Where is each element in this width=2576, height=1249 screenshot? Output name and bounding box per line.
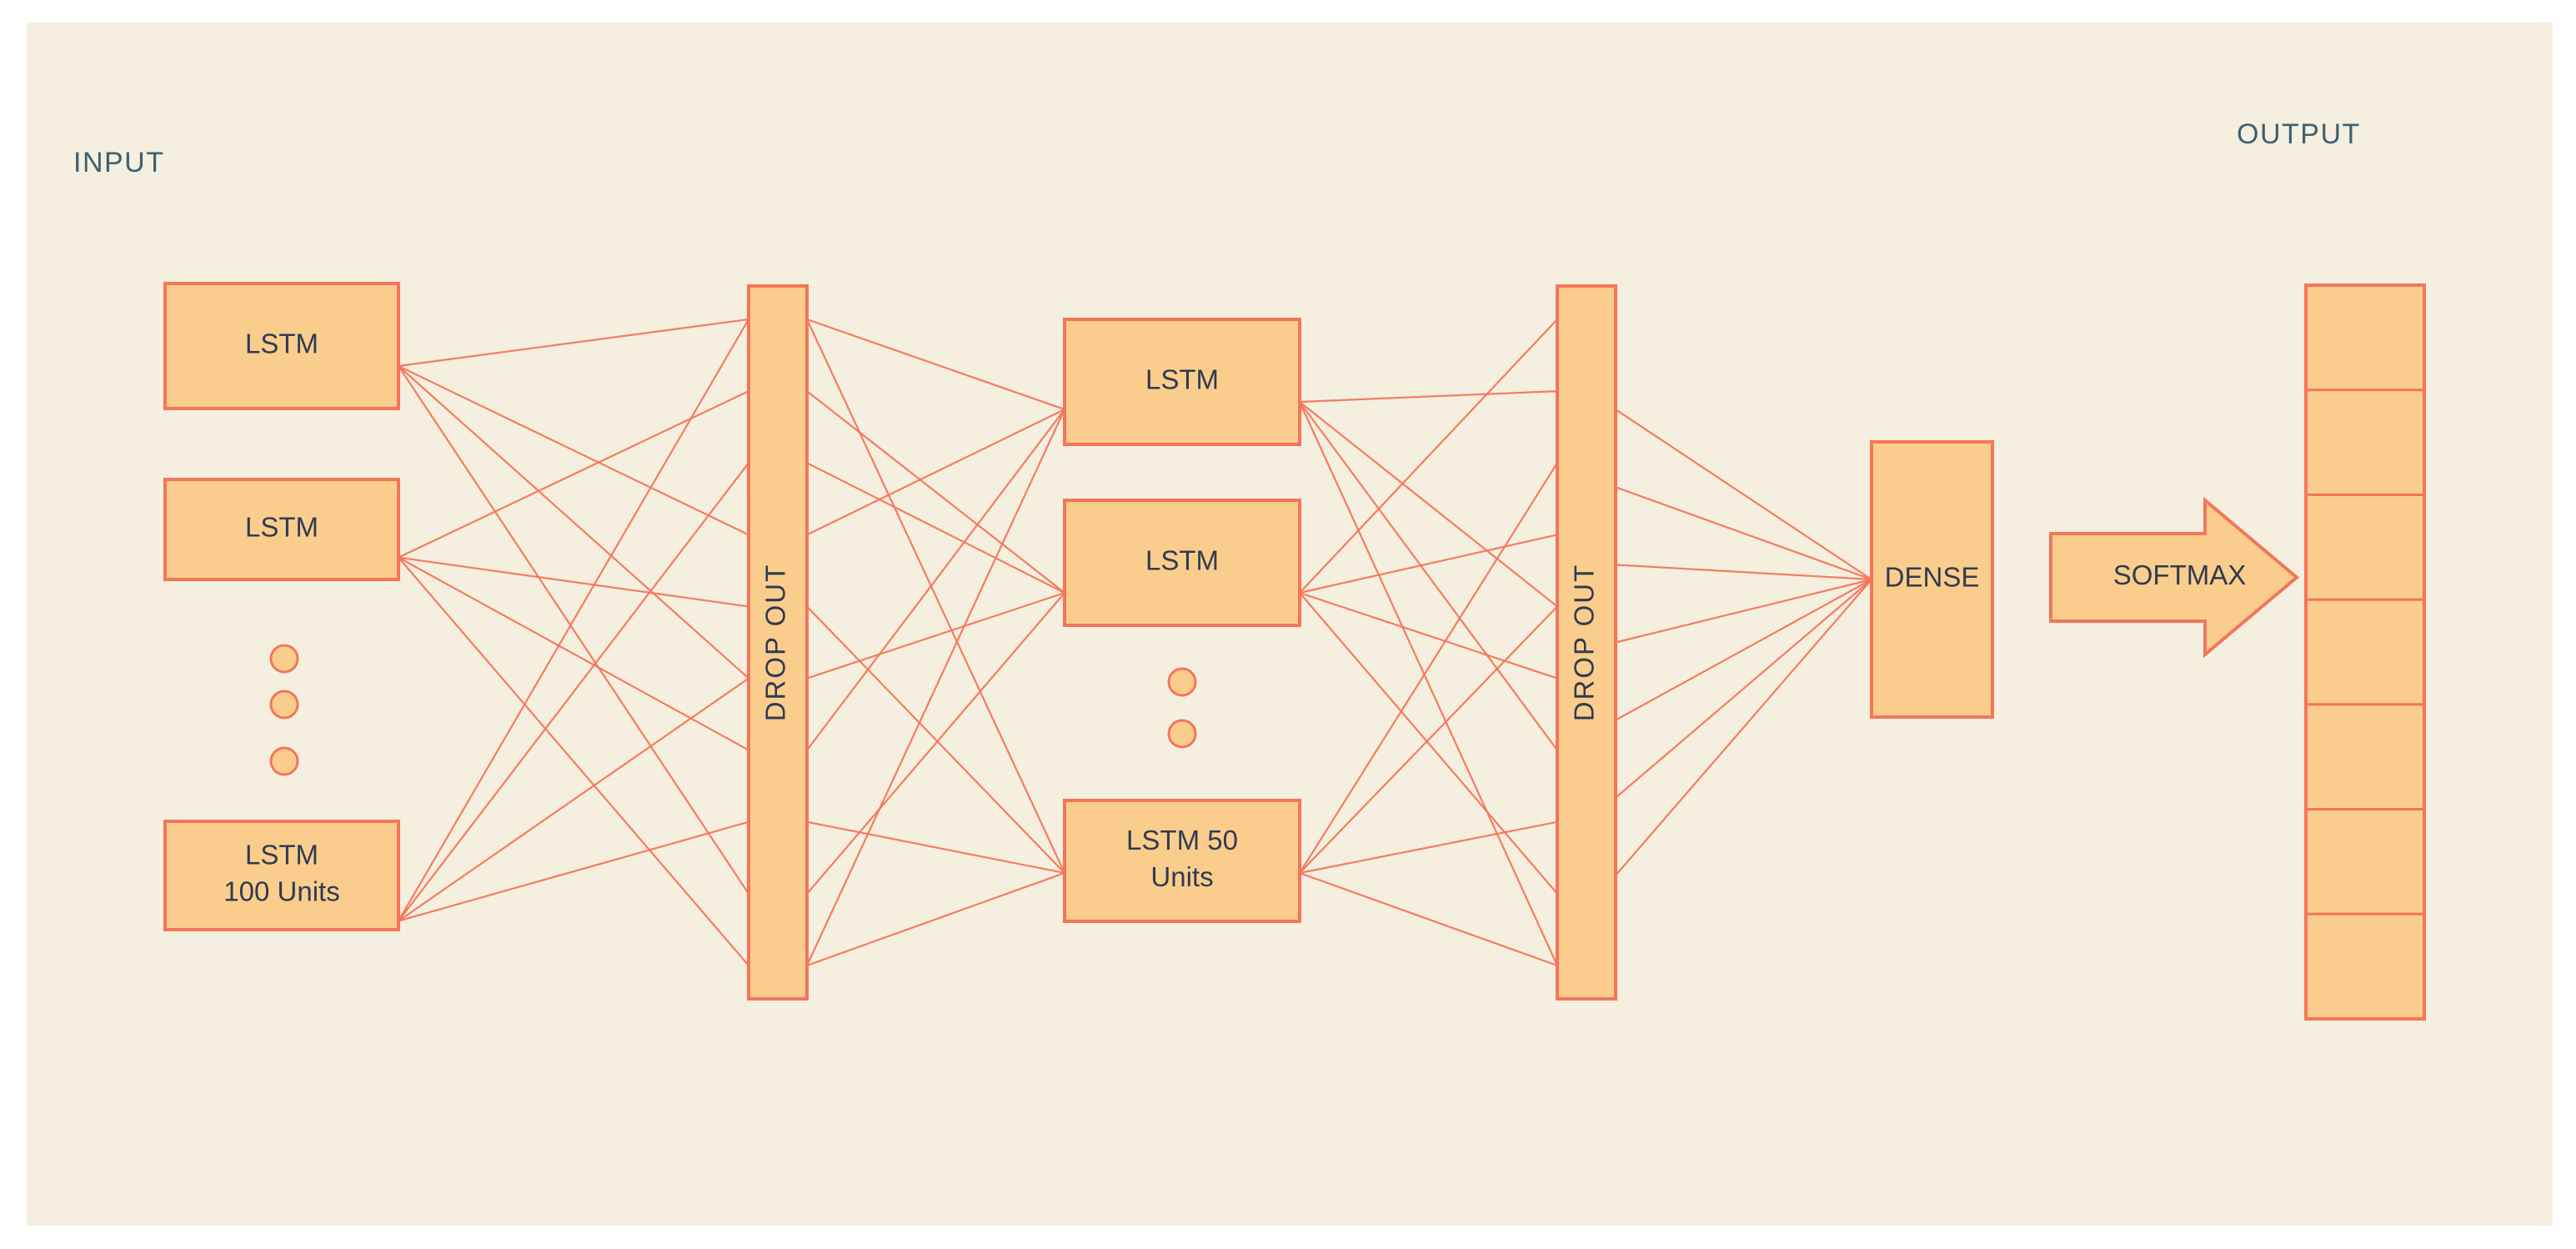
lstm-node-hidden-3-box[interactable] — [1063, 799, 1301, 923]
input-section-label: INPUT — [73, 147, 165, 178]
connection-line — [1615, 409, 1872, 580]
output-cell[interactable] — [2304, 283, 2426, 392]
connection-line — [1298, 401, 1559, 966]
dropout-bar-1-label: DROP OUT — [760, 564, 791, 722]
dropout-bar-2-label: DROP OUT — [1569, 564, 1600, 722]
lstm-node-input-2-box[interactable] — [163, 478, 400, 581]
connection-line — [1299, 390, 1558, 404]
connection-line — [398, 677, 749, 922]
dense-node-box[interactable] — [1870, 440, 1994, 719]
lstm-node-hidden-3-label: LSTM 50 — [1126, 825, 1238, 855]
dropout-bar-1[interactable]: DROP OUT — [747, 284, 809, 1001]
output-section-label: OUTPUT — [2237, 118, 2361, 150]
lstm-node-input-3-box[interactable] — [163, 820, 400, 931]
output-cell[interactable] — [2304, 912, 2426, 1021]
lstm-node-hidden-2-label: LSTM — [1145, 545, 1219, 576]
lstm-node-input-2-label: LSTM — [245, 512, 318, 543]
connection-line — [1299, 401, 1558, 608]
connection-line — [398, 365, 749, 895]
connection-line — [1299, 401, 1558, 751]
connection-line — [1299, 534, 1558, 594]
lstm-node-hidden-2-box[interactable] — [1063, 499, 1301, 627]
dropout-bar-2-box[interactable] — [1556, 284, 1617, 1001]
connection-line — [806, 409, 1065, 536]
connection-line — [1299, 871, 1558, 967]
lstm-node-input-3-label: LSTM — [245, 840, 318, 870]
lstm-node-input-1-box[interactable] — [163, 282, 400, 410]
connection-line — [806, 605, 1065, 874]
output-stack[interactable] — [2304, 283, 2426, 1021]
connection-line — [1615, 564, 1872, 581]
connection-line — [398, 556, 749, 966]
output-cell[interactable] — [2304, 703, 2426, 811]
connection-line — [398, 820, 749, 922]
output-cell[interactable] — [2304, 808, 2426, 915]
connection-line — [1299, 592, 1558, 895]
connection-line — [1299, 462, 1558, 874]
connection-line — [806, 409, 1065, 966]
softmax-arrow-shape[interactable] — [2049, 496, 2300, 659]
connection-line — [806, 318, 1065, 411]
connection-line — [398, 556, 749, 608]
connection-line — [806, 390, 1065, 594]
lstm-node-hidden-1[interactable]: LSTM — [1063, 318, 1301, 446]
lstm-node-hidden-3[interactable]: LSTM 50 Units — [1063, 799, 1301, 923]
connection-line — [1299, 820, 1558, 875]
diagram-nodes: LSTM LSTM LSTM 100 Units LSTM LSTM LSTM 50 Unit… — [163, 282, 2426, 1021]
lstm-node-input-3-label: 100 Units — [223, 876, 339, 907]
lstm-node-hidden-3-label: Units — [1150, 861, 1213, 892]
connection-line — [1299, 605, 1558, 874]
connection-line — [1615, 486, 1872, 581]
ellipsis-dot-hidden-1 — [1167, 667, 1197, 697]
connection-line — [806, 462, 1065, 594]
connection-line — [806, 592, 1065, 895]
connection-line — [398, 365, 749, 536]
connection-line — [398, 365, 749, 680]
lstm-node-hidden-2[interactable]: LSTM — [1063, 499, 1301, 627]
softmax-arrow[interactable]: SOFTMAX — [2049, 496, 2300, 659]
softmax-arrow-label: SOFTMAX — [2113, 559, 2247, 590]
connection-line — [1615, 579, 1872, 721]
output-cell[interactable] — [2304, 598, 2426, 706]
connection-edges — [398, 318, 1872, 967]
dense-node[interactable]: DENSE — [1870, 440, 1994, 719]
lstm-node-input-2[interactable]: LSTM — [163, 478, 400, 581]
connection-line — [806, 409, 1065, 751]
connection-line — [1299, 591, 1558, 680]
connection-line — [1615, 579, 1872, 876]
connection-line — [398, 318, 749, 368]
lstm-node-hidden-1-label: LSTM — [1145, 364, 1219, 395]
output-cell[interactable] — [2304, 389, 2426, 496]
connection-line — [1299, 319, 1558, 594]
output-cell[interactable] — [2304, 493, 2426, 601]
dropout-bar-1-box[interactable] — [747, 284, 809, 1001]
lstm-node-input-1-label: LSTM — [245, 329, 318, 359]
dense-node-label: DENSE — [1885, 562, 1980, 593]
connection-line — [1615, 579, 1872, 799]
ellipsis-dot-hidden-2 — [1167, 719, 1197, 749]
lstm-node-input-1[interactable]: LSTM — [163, 282, 400, 410]
connection-line — [398, 319, 749, 922]
lstm-node-input-3[interactable]: LSTM 100 Units — [163, 820, 400, 931]
output-stack-outline — [2304, 283, 2426, 1021]
connection-line — [1615, 578, 1872, 644]
connection-line — [806, 591, 1065, 680]
ellipsis-dot-input-1 — [269, 644, 299, 674]
connection-line — [806, 820, 1065, 875]
lstm-node-hidden-1-box[interactable] — [1063, 318, 1301, 446]
dropout-bar-2[interactable]: DROP OUT — [1556, 284, 1617, 1001]
connection-line — [806, 871, 1065, 967]
connection-line — [806, 319, 1065, 874]
connection-line — [398, 462, 749, 922]
ellipsis-dot-input-2 — [269, 690, 299, 720]
ellipsis-dot-input-3 — [269, 746, 299, 776]
